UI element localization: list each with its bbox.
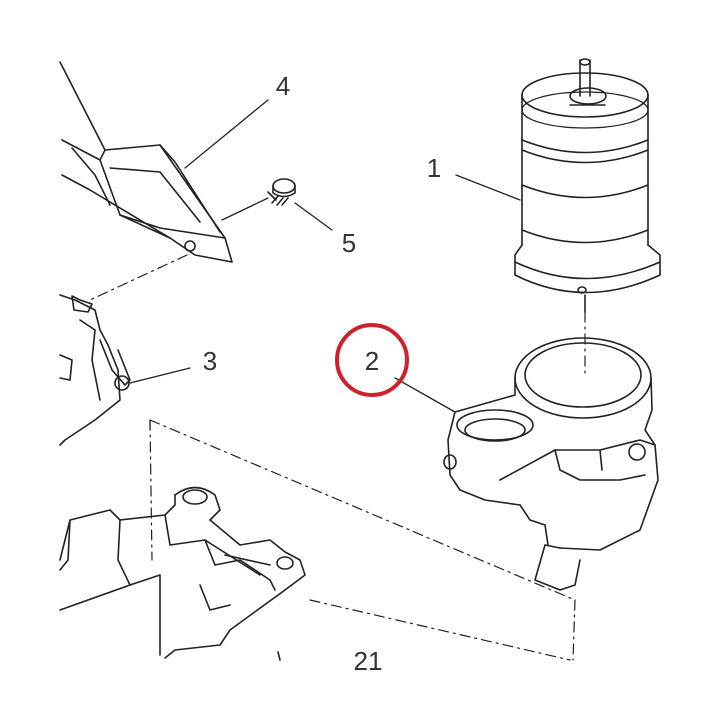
part-2-housing [443, 337, 659, 591]
callout-5: 5 [342, 228, 356, 258]
part-1-motor [514, 58, 661, 313]
callout-21: 21 [354, 646, 383, 676]
leader-4 [184, 99, 269, 169]
highlight-circle [335, 323, 409, 397]
leader-1 [455, 174, 521, 201]
callout-3: 3 [203, 346, 217, 376]
leader-4b [221, 197, 269, 221]
base-plate [59, 486, 306, 661]
part-5-screw [267, 178, 296, 206]
leader-3 [129, 367, 191, 384]
leader-lines [129, 99, 521, 413]
leader-5 [294, 202, 333, 231]
part-4-tray [59, 61, 233, 263]
callout-1: 1 [427, 153, 441, 183]
leader-2 [394, 377, 456, 413]
callout-4: 4 [276, 71, 290, 101]
callout-2: 2 [365, 346, 379, 376]
part-3-bracket [59, 294, 131, 446]
assembly-lines [89, 254, 586, 661]
